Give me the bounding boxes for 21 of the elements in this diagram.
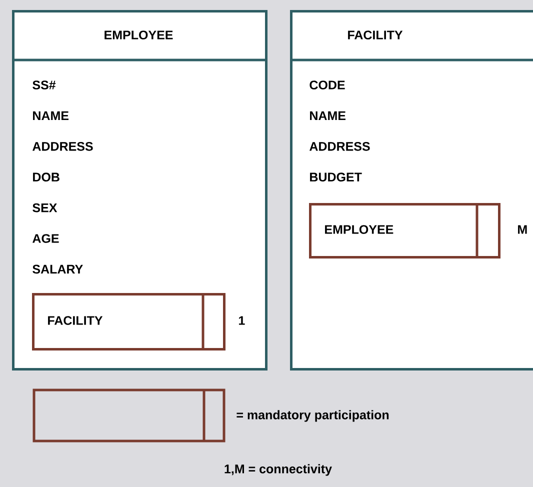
attribute-text: ADDRESS (32, 142, 93, 151)
entity-name: FACILITY (348, 30, 403, 40)
legend-text: = mandatory participation (236, 410, 389, 422)
attribute-text: SALARY (32, 264, 83, 274)
entity-box (290, 10, 533, 370)
attribute-text: SEX (32, 203, 58, 212)
reference-box: FACILITY (32, 293, 226, 350)
attribute-text: DOB (33, 172, 60, 182)
attribute-text: ADDRESS (310, 142, 370, 151)
attribute-text: SS# (32, 80, 56, 90)
attribute-text: AGE (32, 234, 59, 243)
connectivity-label: 1 (238, 316, 245, 325)
reference-box: EMPLOYEE (309, 203, 500, 258)
note-text: 1,M = connectivity (224, 464, 332, 476)
entity-name: EMPLOYEE (104, 30, 173, 40)
attribute-text: CODE (310, 80, 345, 90)
connectivity-label: M (518, 225, 527, 234)
attribute-text: NAME (310, 111, 346, 120)
attribute-text: BUDGET (310, 172, 362, 182)
entity-box (12, 10, 268, 370)
attribute-text: NAME (33, 111, 68, 120)
